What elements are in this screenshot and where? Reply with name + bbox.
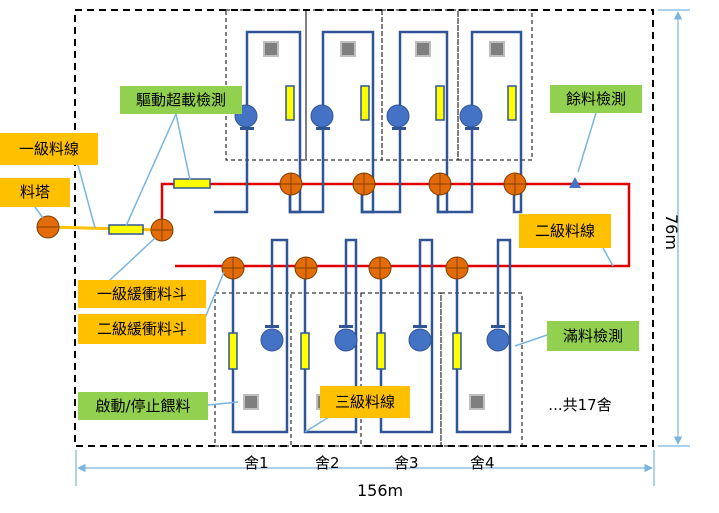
top-house-boxes xyxy=(225,9,533,161)
motor-icon xyxy=(408,325,432,352)
full-detect-label: 滿料檢測 xyxy=(547,321,639,351)
height-dimension-label: 76m xyxy=(662,214,681,250)
level2-line-label: 二級料線 xyxy=(519,214,611,248)
feeder-box-icon xyxy=(469,394,485,410)
house-label-2: 舍2 xyxy=(315,454,340,472)
hopper-icon xyxy=(503,172,527,196)
feeder-box-icon xyxy=(415,41,431,57)
level1-line-label: 一級料線 xyxy=(0,133,98,165)
drive-overload-label: 驅動超載檢測 xyxy=(120,86,242,114)
sensor-icon xyxy=(507,85,517,121)
top-house-devices xyxy=(234,41,517,130)
sensor-icon xyxy=(228,332,238,370)
drive-overload-sensor-icon xyxy=(173,178,211,189)
feeder-box-icon xyxy=(243,394,259,410)
hopper-icon xyxy=(279,172,303,196)
bottom-house-box-1 xyxy=(214,292,292,447)
residual-detect-label: 餘料檢測 xyxy=(550,85,642,113)
sensor-icon xyxy=(285,85,295,121)
hopper-icon xyxy=(368,256,392,280)
bottom-house-boxes xyxy=(214,292,523,447)
sensor-icon xyxy=(435,85,445,121)
tower-label: 料塔 xyxy=(0,178,70,207)
start-stop-label: 啟動/停止餵料 xyxy=(78,392,208,420)
level1-feed-line xyxy=(47,225,163,232)
level3-line-label: 三級料線 xyxy=(320,386,410,418)
level2-loop xyxy=(160,182,631,268)
sensor-icon xyxy=(452,332,462,370)
hopper-icon xyxy=(445,256,469,280)
residual-sensor-icon xyxy=(569,177,581,188)
level1-line-sensor-icon xyxy=(108,224,144,235)
house-label-3: 舍3 xyxy=(394,454,419,472)
bottom-house-box-4 xyxy=(440,292,523,447)
sensor-icon xyxy=(376,332,386,370)
level2-buffer-label: 二級緩衝料斗 xyxy=(78,314,206,344)
feeder-box-icon xyxy=(263,41,279,57)
hopper-icon xyxy=(294,256,318,280)
bottom-house-box-3 xyxy=(360,292,442,447)
sensor-icon xyxy=(360,85,370,121)
level1-buffer-label: 一級緩衝料斗 xyxy=(78,280,206,308)
motor-icon xyxy=(310,104,334,130)
motor-icon xyxy=(486,325,510,352)
motor-icon xyxy=(260,325,284,352)
hoppers xyxy=(36,172,527,280)
motor-icon xyxy=(386,104,410,130)
feeder-box-icon xyxy=(489,41,505,57)
motor-icon xyxy=(334,325,358,352)
callout-lines xyxy=(34,112,614,433)
feeder-box-icon xyxy=(340,41,356,57)
hopper-icon xyxy=(352,172,376,196)
motor-icon xyxy=(459,104,483,130)
bottom-house-box-2 xyxy=(290,292,362,447)
top-house-box-2 xyxy=(305,9,383,161)
top-house-pipes xyxy=(214,30,523,214)
sensor-icon xyxy=(300,332,310,370)
hopper-icon xyxy=(428,172,452,196)
top-house-box-1 xyxy=(225,9,307,161)
top-house-box-4 xyxy=(457,9,533,161)
tower-icon xyxy=(36,215,60,239)
dimension-lines xyxy=(75,9,690,486)
house-label-4: 舍4 xyxy=(470,454,495,472)
level1-buffer-hopper-icon xyxy=(150,218,174,242)
total-houses-label: ...共17舍 xyxy=(548,395,612,414)
house-label-1: 舍1 xyxy=(244,454,269,472)
width-dimension-label: 156m xyxy=(357,481,404,500)
hopper-icon xyxy=(221,256,245,280)
